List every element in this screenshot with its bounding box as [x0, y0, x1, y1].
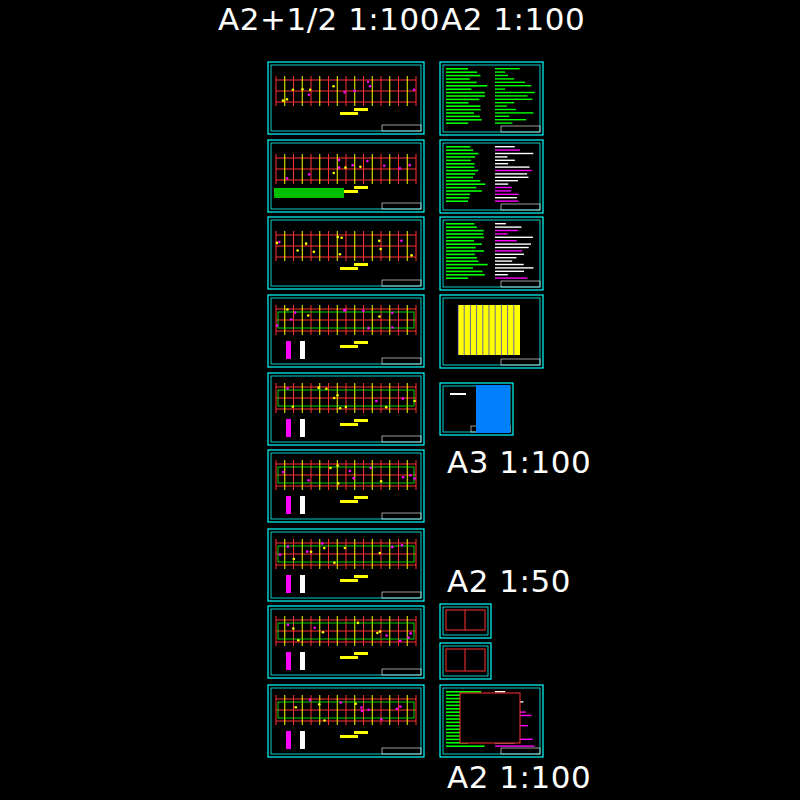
sheet-frame — [440, 140, 543, 213]
sheet-frame — [268, 217, 424, 289]
sheet-frame — [268, 529, 424, 601]
sheet-scale-label: A3 1:100 — [447, 447, 591, 478]
sheet-frame — [268, 373, 424, 445]
sheet-frame — [440, 383, 513, 435]
sheet-scale-label: A2 1:50 — [447, 566, 571, 597]
sheet-frame — [440, 643, 491, 679]
sheet-frame — [268, 62, 424, 134]
sheet-scale-label: A2 1:100 — [447, 762, 591, 793]
sheet-scale-label: A2+1/2 1:100 — [218, 4, 440, 35]
sheet-frame — [268, 685, 424, 757]
sheet-frame — [440, 217, 543, 290]
sheet-frame — [268, 606, 424, 678]
sheet-frame — [268, 295, 424, 367]
sheet-frame — [268, 140, 424, 212]
sheet-frame — [440, 295, 543, 368]
sheet-frame — [440, 604, 491, 638]
sheet-frame — [268, 450, 424, 522]
sheet-scale-label: A2 1:100 — [441, 4, 585, 35]
sheet-frame — [440, 685, 543, 757]
sheet-frame — [440, 62, 543, 135]
